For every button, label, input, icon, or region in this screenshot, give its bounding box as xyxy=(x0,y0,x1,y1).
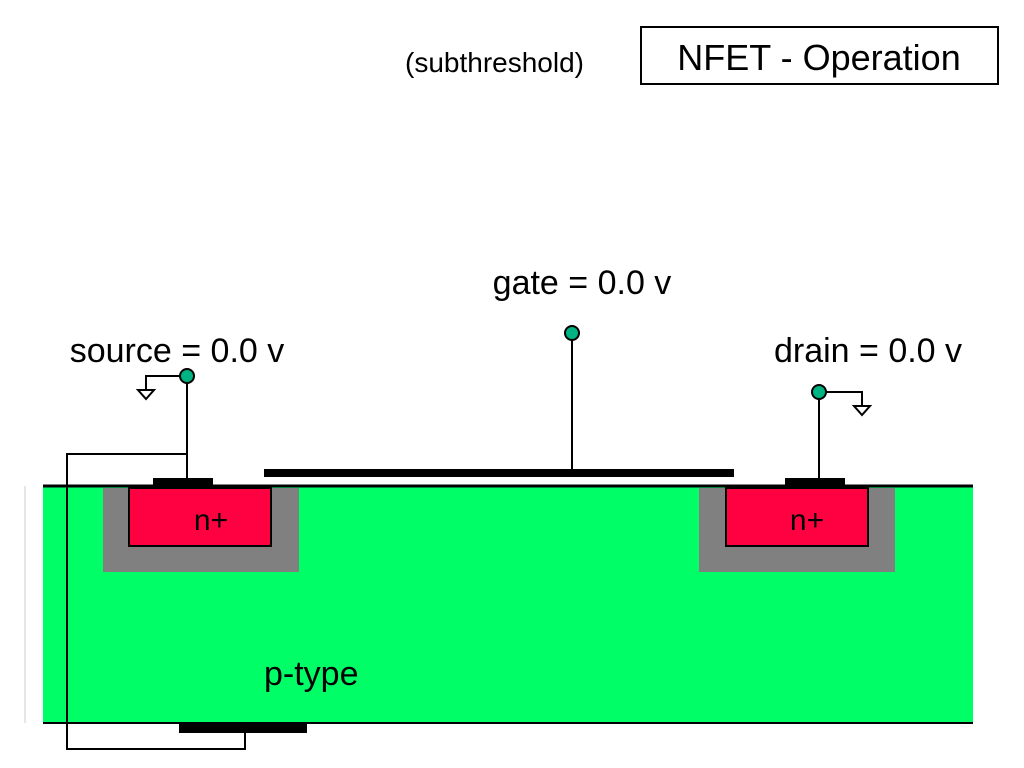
source-terminal-node xyxy=(179,368,195,384)
source-n-plus-diffusion xyxy=(128,487,272,547)
gate-electrode xyxy=(264,469,734,477)
gate-terminal-node xyxy=(564,325,580,341)
ground-icon xyxy=(826,391,873,417)
source-contact xyxy=(153,478,213,486)
substrate-label: p-type xyxy=(264,655,359,693)
drain-terminal-node xyxy=(811,384,827,400)
drain-diffusion-label: n+ xyxy=(790,504,824,537)
drain-voltage-label: drain = 0.0 v xyxy=(774,332,962,370)
source-voltage-label: source = 0.0 v xyxy=(70,332,285,370)
source-diffusion-label: n+ xyxy=(194,504,228,537)
body-contact xyxy=(179,724,307,733)
body-tie-wire xyxy=(66,453,246,750)
title-box xyxy=(640,26,999,85)
ground-icon xyxy=(135,375,180,401)
subtitle: (subthreshold) xyxy=(405,47,584,78)
drain-contact xyxy=(785,478,845,486)
title: NFET - Operation xyxy=(677,37,960,78)
gate-voltage-label: gate = 0.0 v xyxy=(493,264,672,302)
drain-n-plus-diffusion xyxy=(725,487,869,547)
